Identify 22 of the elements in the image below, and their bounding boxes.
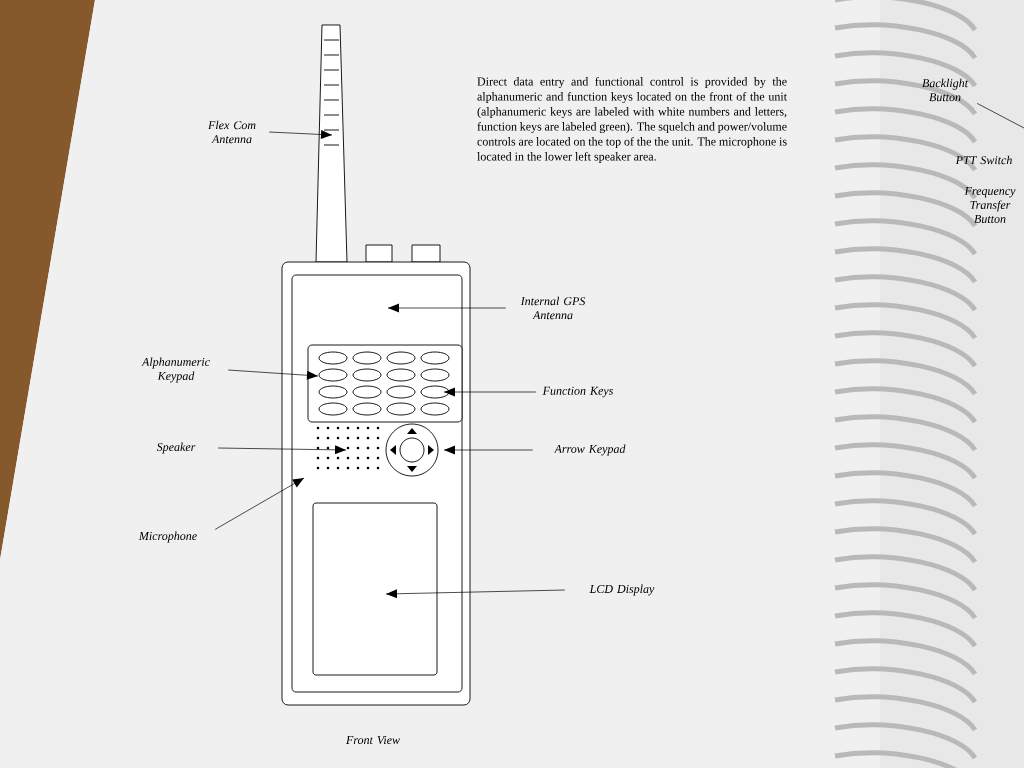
part-label: Speaker	[156, 442, 196, 454]
description-paragraph: Direct data entry and functional control is provided by the alphanumeric and function keys located on the front of the unit (alphanumeric keys are labeled with white numbers and letters, function keys are labeled green). The squelch and power/volume controls are located on the top of the the unit. The microphone is located in the lower left speaker area.	[477, 77, 787, 163]
part-label: Microphone	[138, 531, 197, 543]
leader-line	[443, 445, 534, 455]
leader-line	[227, 369, 319, 380]
part-label: Function Keys	[542, 386, 613, 398]
part-label: Arrow Keypad	[553, 444, 626, 456]
leader-line	[268, 130, 333, 139]
leader-line	[214, 477, 305, 530]
part-label: Internal GPS Antenna	[520, 296, 586, 320]
part-label: Backlight Button	[922, 78, 969, 102]
part-label: Front View	[345, 735, 400, 745]
leader-line	[387, 303, 507, 313]
leader-line	[976, 103, 1024, 129]
part-label: PTT Switch	[955, 155, 1012, 165]
leader-line	[443, 387, 537, 397]
leader-line	[217, 445, 347, 455]
part-label: Alphanumeric Keypad	[141, 357, 210, 383]
part-label: Frequency Transfer Button	[964, 187, 1016, 223]
part-label: Flex Com Antenna	[207, 120, 256, 144]
leader-line	[385, 589, 566, 599]
part-label: LCD Display	[589, 584, 655, 596]
